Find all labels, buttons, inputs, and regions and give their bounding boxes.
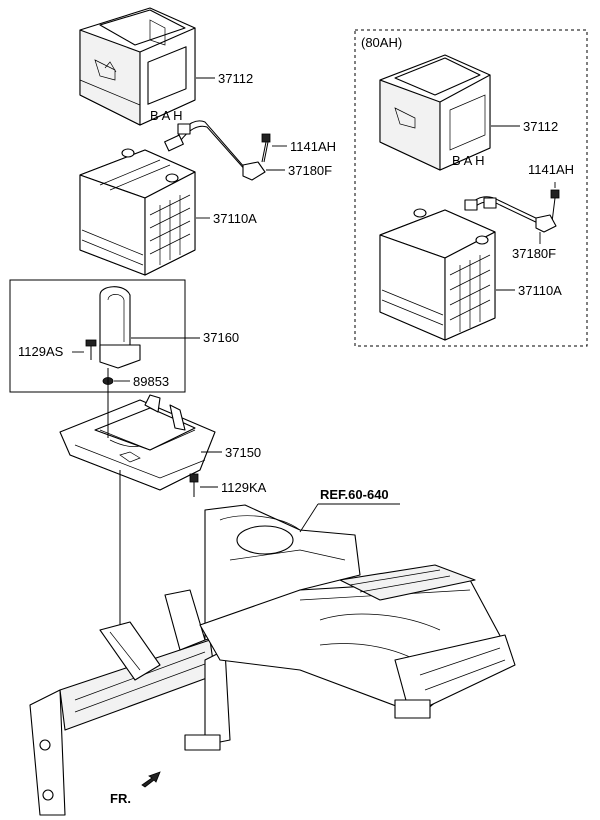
- bracket-37160: [99, 286, 141, 369]
- bracket-group-box: [9, 279, 186, 393]
- label-variant: (80AH): [361, 35, 402, 50]
- label-37180F-alt: 37180F: [512, 246, 556, 261]
- tray-letters: B A H: [150, 108, 183, 123]
- front-arrow-icon: [141, 771, 161, 788]
- label-37112-alt: 37112: [523, 119, 558, 134]
- bolt-1141AH: [261, 133, 271, 163]
- label-1129AS: 1129AS: [18, 344, 64, 359]
- label-37160: 37160: [203, 330, 239, 345]
- label-1141AH-alt: 1141AH: [528, 162, 574, 177]
- tray-letters-alt: B A H: [452, 153, 485, 168]
- label-37110A: 37110A: [213, 211, 257, 226]
- battery-cable-37180F: [164, 120, 266, 181]
- label-89853: 89853: [133, 374, 169, 389]
- label-ref: REF.60-640: [320, 487, 389, 502]
- label-37180F: 37180F: [288, 163, 332, 178]
- label-37150: 37150: [225, 445, 261, 460]
- label-1129KA: 1129KA: [221, 480, 267, 495]
- bolt-1129KA: [189, 473, 199, 497]
- label-1141AH: 1141AH: [290, 139, 336, 154]
- battery-tray-37112: B A H: [79, 7, 196, 126]
- battery-tray-37150: [59, 394, 216, 491]
- label-37110A-alt: 37110A: [518, 283, 562, 298]
- battery-37110A-alt: [379, 208, 496, 341]
- variant-80ah-box: [354, 29, 588, 347]
- battery-cable-37180F-alt: [464, 196, 557, 233]
- label-37112: 37112: [218, 71, 253, 86]
- body-frame: [29, 504, 516, 816]
- battery-tray-37112-alt: B A H: [379, 54, 491, 171]
- label-front: FR.: [110, 791, 131, 806]
- battery-37110A: [79, 148, 196, 276]
- bolt-1141AH-alt: [550, 189, 560, 223]
- bolt-1129AS: [85, 339, 97, 360]
